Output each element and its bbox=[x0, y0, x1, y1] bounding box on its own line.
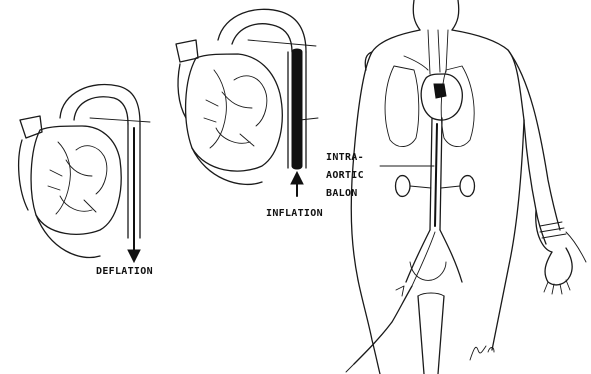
heart-inflation-diagram bbox=[176, 9, 318, 196]
balloon-label-line2: AORTIC bbox=[326, 170, 364, 181]
heart-deflation-diagram bbox=[19, 84, 150, 262]
balloon-label-line3: BALON bbox=[326, 188, 358, 199]
body-figure bbox=[346, 0, 586, 374]
balloon-label-line1: INTRA- bbox=[326, 152, 364, 163]
inflation-label: INFLATION bbox=[266, 208, 323, 219]
artist-signature bbox=[470, 346, 494, 360]
deflation-label: DEFLATION bbox=[96, 266, 153, 277]
